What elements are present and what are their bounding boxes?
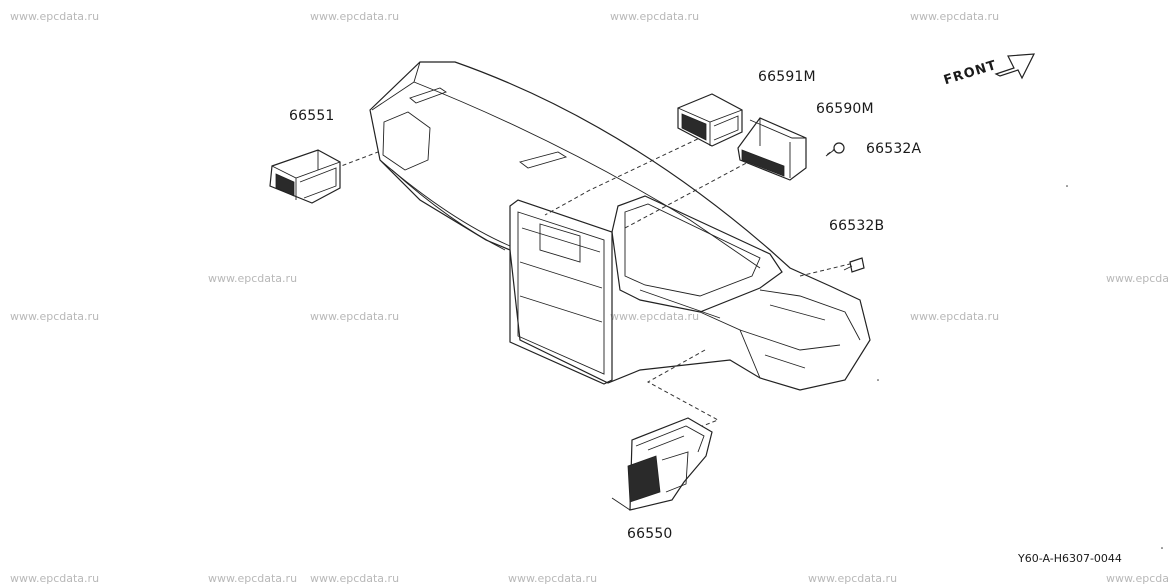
part-label-66591M: 66591M [758, 69, 816, 85]
part-label-66590M: 66590M [816, 101, 874, 117]
watermark: www.epcdata.ru [310, 572, 400, 585]
part-label-66532B: 66532B [829, 218, 885, 234]
watermark: www.epcdata.ru [310, 310, 400, 323]
watermark: www.epcdata.ru [10, 310, 100, 323]
instrument-panel [369, 61, 871, 391]
vent-66590M [737, 117, 807, 181]
watermark: www.epcdata.ru [10, 572, 100, 585]
watermark: www.epcdata.ru [808, 572, 898, 585]
watermark: www.epcdata.ru [508, 572, 598, 585]
watermark: www.epcdata.ru [208, 272, 298, 285]
part-label-66532A: 66532A [866, 141, 922, 157]
part-label-66550: 66550 [627, 526, 673, 542]
watermark: www.epcdata.ru [1106, 572, 1168, 585]
watermark: www.epcdata.ru [310, 10, 400, 23]
watermark: www.epcdata.ru [910, 310, 1000, 323]
watermark: www.epcdata.ru [10, 10, 100, 23]
front-arrow-icon [994, 53, 1036, 80]
leader-lines [335, 135, 859, 431]
vent-66550 [611, 417, 713, 511]
diagram-code: Y60-A-H6307-0044 [1018, 552, 1122, 565]
screw-66532A [825, 142, 845, 157]
watermark: www.epcdata.ru [610, 310, 700, 323]
watermark: www.epcdata.ru [910, 10, 1000, 23]
watermark: www.epcdata.ru [1106, 272, 1168, 285]
clip-66532B [843, 257, 865, 273]
vent-66551 [269, 149, 341, 204]
watermark: www.epcdata.ru [208, 572, 298, 585]
vent-66591M [677, 93, 743, 147]
part-label-66551: 66551 [289, 108, 335, 124]
watermark: www.epcdata.ru [610, 10, 700, 23]
